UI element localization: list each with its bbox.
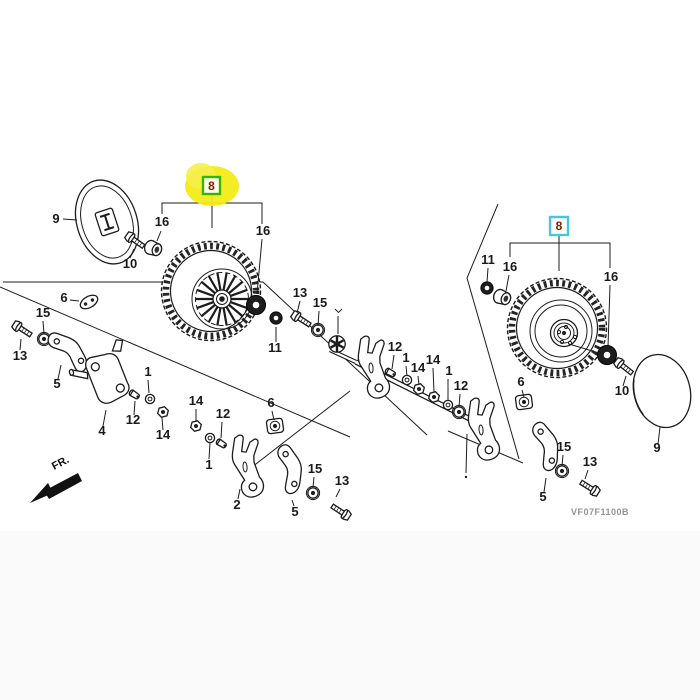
adjuster-star-wheel: [328, 335, 346, 353]
bolt-13-bc: [328, 501, 353, 523]
callout-5-left: 5: [53, 376, 60, 391]
front-arrow-icon: [30, 483, 53, 503]
washer-1-left: [144, 393, 156, 405]
bearing-16-right-inner: [597, 345, 617, 365]
pin-12-left: [127, 388, 142, 401]
callout-13-right: 13: [583, 454, 597, 469]
callout-14-axle-b: 14: [426, 352, 441, 367]
callout-2: 2: [233, 497, 240, 512]
callout-11-left: 11: [268, 340, 282, 355]
bolt-10-right: [612, 355, 636, 378]
selected-callout-right[interactable]: 8: [548, 215, 570, 237]
callout-12-left: 12: [126, 412, 140, 427]
left-wheel-hardware: [123, 229, 346, 353]
right-wheel: [506, 277, 608, 379]
callout-16-right-b: 16: [604, 269, 618, 284]
callout-11-right: 11: [481, 252, 495, 267]
hub-cap-left: [74, 179, 140, 265]
front-direction-indicator: FR.: [30, 454, 82, 503]
callout-6-right: 6: [517, 374, 524, 389]
bolt-13-mid: [289, 308, 314, 330]
bracket-4: [68, 339, 130, 404]
callout-6-left: 6: [60, 290, 67, 305]
nut-14-left: [155, 405, 171, 419]
callout-10-left: 10: [123, 256, 137, 271]
callout-12-bc: 12: [216, 406, 230, 421]
selected-part-number-left: 8: [208, 179, 215, 193]
callout-13-mid: 13: [293, 285, 307, 300]
callout-13-bc: 13: [335, 473, 349, 488]
left-cluster: [10, 294, 171, 419]
callout-14-left: 14: [156, 427, 171, 442]
callout-16-right-a: 16: [503, 259, 517, 274]
callout-15-left: 15: [36, 305, 50, 320]
callout-14-axle-a: 14: [411, 360, 426, 375]
callout-14-bc: 14: [189, 393, 204, 408]
callout-6-bc: 6: [267, 395, 274, 410]
pin-12-bc: [214, 437, 229, 450]
washer-1-bc: [204, 432, 216, 444]
callout-1-axle-b: 1: [445, 363, 452, 378]
bearing-16-right-outer: [491, 287, 514, 308]
front-direction-label: FR.: [50, 454, 71, 473]
callout-5-right: 5: [539, 489, 546, 504]
washer-11-left: [269, 311, 283, 325]
callout-5-bc: 5: [291, 504, 298, 519]
nut-6-bc: [265, 417, 285, 435]
page-edge: [0, 531, 700, 700]
diagram-code: VF07F1100B: [571, 507, 629, 517]
bracket-2: [223, 429, 277, 501]
right-wheel-disc: [529, 299, 593, 363]
callout-15-mid: 15: [313, 295, 327, 310]
callout-1-axle-a: 1: [402, 350, 409, 365]
left-wheel-spokes: [191, 268, 253, 330]
bearing-16-left-inner: [246, 295, 266, 315]
bolt-13-right: [577, 477, 602, 499]
callout-13-left: 13: [13, 348, 27, 363]
axle-hardware: [349, 330, 513, 479]
washer-15-bc: [305, 485, 321, 501]
callout-9-right: 9: [653, 440, 660, 455]
height-adjust-fork-right: [459, 392, 513, 464]
callout-16-left-a: 16: [155, 214, 169, 229]
selected-callout-left[interactable]: 8: [185, 163, 239, 206]
bolt-13-left: [10, 318, 35, 340]
bearing-16-left-outer: [142, 238, 165, 259]
callout-bracket-right: [509, 236, 611, 271]
washer-15-right: [554, 463, 570, 479]
callout-16-left-b: 16: [256, 223, 270, 238]
hub-cap-right: [632, 353, 692, 429]
callout-12-axle-a: 12: [388, 339, 402, 354]
washer-1-b: [442, 399, 454, 411]
nut-12-b: [451, 404, 467, 420]
part-callouts: 9 10 16 16 11 13 15 6 15 13 5 4 1 12 14 …: [13, 211, 661, 519]
callout-15-bc: 15: [308, 461, 322, 476]
callout-12-axle-b: 12: [454, 378, 468, 393]
washer-11-right: [480, 281, 494, 295]
bracket-5-bc: [270, 441, 310, 496]
plate-6-left: [79, 294, 99, 310]
leader-lines: [19, 218, 661, 507]
washer-1-a: [401, 374, 413, 386]
left-wheel: [160, 240, 262, 342]
selected-part-number-right: 8: [556, 219, 563, 233]
right-cluster: [480, 281, 636, 499]
callout-15-right: 15: [557, 439, 571, 454]
callout-1-left: 1: [144, 364, 151, 379]
callout-9-left: 9: [52, 211, 59, 226]
callout-10-right: 10: [615, 383, 629, 398]
callout-4: 4: [98, 423, 106, 438]
callout-1-bc: 1: [205, 457, 212, 472]
bottom-center-cluster: [188, 417, 353, 523]
